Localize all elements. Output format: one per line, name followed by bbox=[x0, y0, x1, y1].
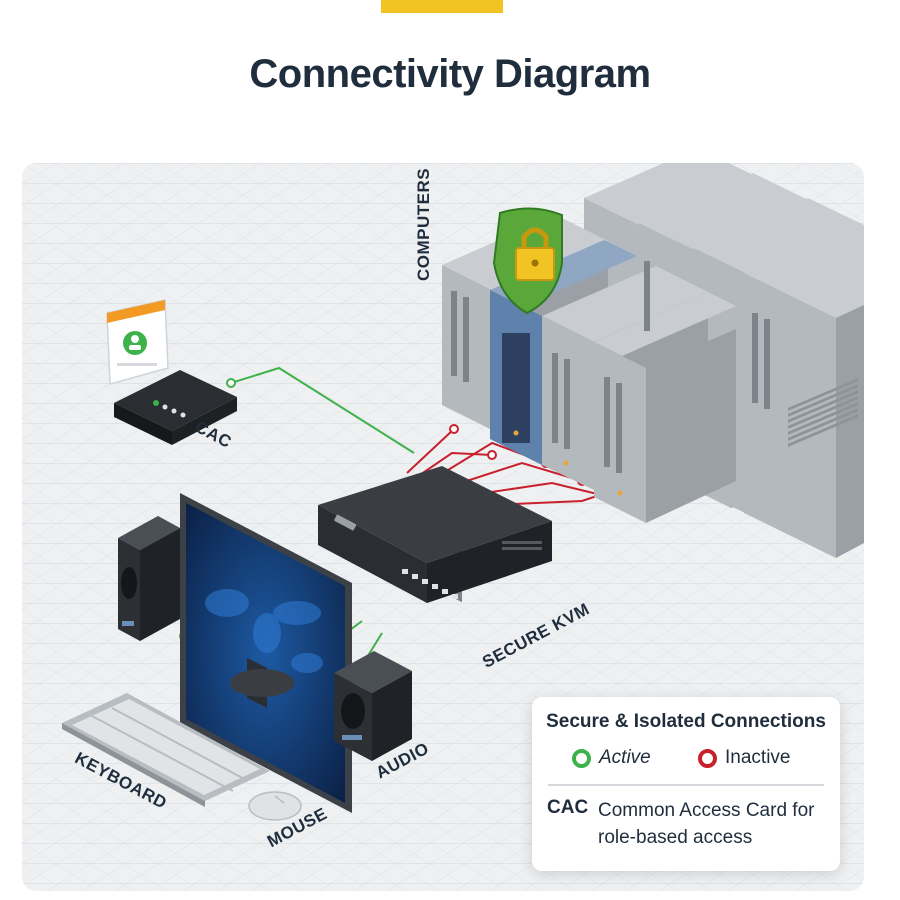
inactive-ring-icon bbox=[698, 748, 717, 768]
computer-towers bbox=[442, 163, 864, 603]
legend-active-label: Active bbox=[599, 747, 651, 768]
label-computers: COMPUTERS bbox=[414, 167, 433, 281]
speaker-right bbox=[334, 651, 412, 761]
secure-kvm-switch bbox=[318, 466, 552, 603]
cac-reader bbox=[106, 299, 237, 445]
monitor bbox=[180, 493, 352, 813]
port-cac bbox=[226, 378, 236, 388]
page-title: Connectivity Diagram bbox=[249, 52, 651, 96]
keyboard bbox=[62, 693, 270, 807]
access-card-icon bbox=[106, 299, 169, 385]
diagram-panel: COMPUTERS CAC SECURE KVM KEYBOARD MOUSE … bbox=[22, 163, 864, 891]
active-ring-icon bbox=[572, 748, 591, 768]
legend-title: Secure & Isolated Connections bbox=[546, 711, 826, 732]
legend-abbreviation-description: Common Access Card for role-based access bbox=[598, 800, 815, 848]
accent-bar bbox=[381, 0, 503, 13]
legend-active: Active bbox=[572, 747, 651, 769]
security-shield-icon bbox=[492, 207, 563, 315]
cable-cac bbox=[230, 366, 415, 454]
legend-abbreviation: CAC bbox=[547, 797, 589, 818]
legend-divider bbox=[548, 784, 824, 786]
speaker-left bbox=[118, 516, 180, 641]
legend-card: Secure & Isolated Connections Active Ina… bbox=[532, 697, 840, 871]
legend-inactive: Inactive bbox=[698, 747, 790, 769]
mouse bbox=[248, 791, 302, 821]
legend-inactive-label: Inactive bbox=[725, 747, 791, 768]
connectivity-diagram bbox=[22, 163, 864, 891]
